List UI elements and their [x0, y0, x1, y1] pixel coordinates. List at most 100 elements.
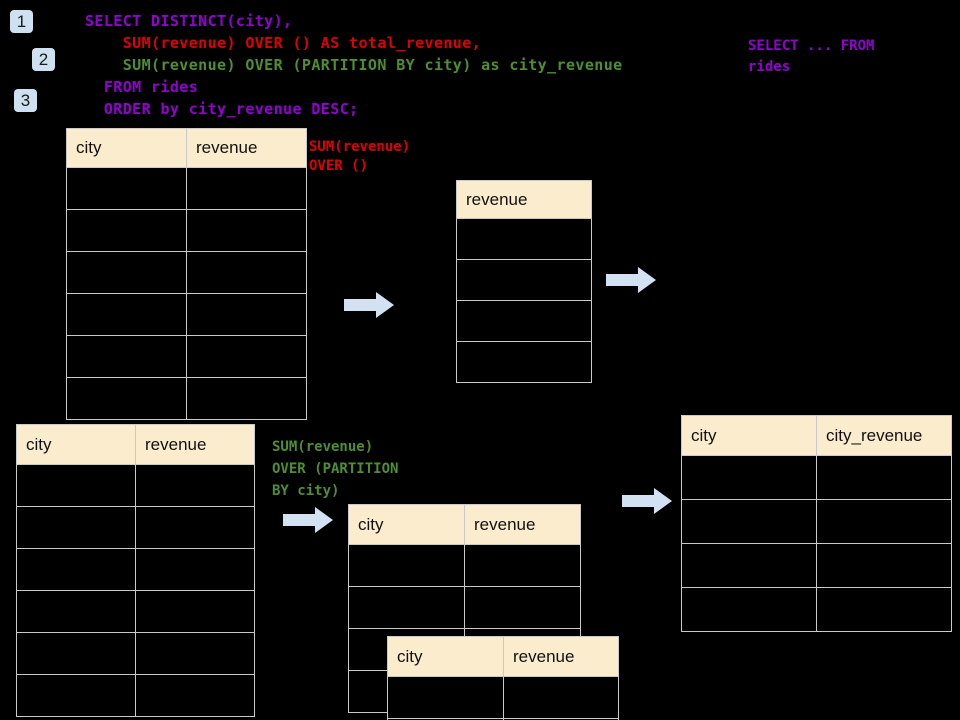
table-row [16, 464, 255, 507]
table-row [16, 590, 255, 633]
table-row [66, 335, 307, 378]
annotation-sum-over-empty: SUM(revenue) OVER () [309, 139, 411, 174]
arrow-right-icon-1 [344, 290, 394, 325]
cell-revenue [135, 506, 255, 549]
table-row [16, 674, 255, 717]
column-header-revenue: revenue [503, 636, 619, 677]
column-header-revenue: revenue [186, 128, 307, 168]
arrow-right-icon-3 [283, 505, 333, 540]
cell-revenue [135, 548, 255, 591]
column-header-revenue: revenue [464, 504, 581, 545]
cell-revenue [186, 251, 307, 294]
sql-line-order-by: ORDER by city_revenue DESC; [85, 100, 359, 118]
cell-revenue [135, 464, 255, 507]
cell-revenue [135, 674, 255, 717]
cell-city [681, 543, 817, 588]
step-badge-3[interactable]: 3 [14, 89, 37, 112]
cell-city-revenue [816, 455, 952, 500]
cell-city [348, 586, 465, 629]
sql-line-from: FROM rides [85, 78, 199, 96]
table-row [456, 259, 592, 301]
cell-revenue [186, 167, 307, 210]
table-header-row: city revenue [348, 504, 581, 545]
step-badge-1[interactable]: 1 [10, 10, 33, 33]
cell-city [16, 590, 136, 633]
table-row [66, 377, 307, 420]
table-row [16, 506, 255, 549]
table-row [681, 455, 952, 500]
cell-city [16, 632, 136, 675]
cell-revenue [135, 590, 255, 633]
column-header-city: city [66, 128, 187, 168]
table-header-row: city revenue [16, 424, 255, 465]
source-table-bottom: city revenue [16, 424, 255, 717]
cell-city-revenue [816, 543, 952, 588]
cell-city [348, 544, 465, 587]
arrow-right-icon-2 [606, 265, 656, 300]
table-header-row: revenue [456, 180, 592, 219]
cell-city [16, 548, 136, 591]
table-row [456, 300, 592, 342]
cell-revenue [503, 718, 619, 720]
total-revenue-table: revenue [456, 180, 592, 383]
sql-line-city-revenue: SUM(revenue) OVER (PARTITION BY city) as… [85, 56, 623, 74]
cell-revenue [186, 209, 307, 252]
annotation-sum-over-partition: SUM(revenue) OVER (PARTITION BY city) [272, 439, 399, 499]
table-row [66, 251, 307, 294]
column-header-city: city [681, 415, 817, 456]
cell-city [16, 674, 136, 717]
table-row [456, 218, 592, 260]
cell-revenue [464, 544, 581, 587]
table-row [387, 718, 619, 720]
cell-city [66, 251, 187, 294]
sql-line-total-revenue: SUM(revenue) OVER () AS total_revenue, [85, 34, 482, 52]
cell-city [681, 455, 817, 500]
cell-city [66, 167, 187, 210]
table-row [681, 587, 952, 632]
cell-city [66, 209, 187, 252]
cell-city-revenue [816, 587, 952, 632]
cell-revenue [186, 293, 307, 336]
column-header-revenue: revenue [456, 180, 592, 219]
arrow-right-icon-4 [622, 486, 672, 521]
table-row [66, 293, 307, 336]
table-row [66, 167, 307, 210]
table-header-row: city city_revenue [681, 415, 952, 456]
cell-city [66, 377, 187, 420]
table-row [387, 676, 619, 719]
sql-line-select: SELECT DISTINCT(city), [85, 12, 293, 30]
table-header-row: city revenue [387, 636, 619, 677]
cell-city [66, 293, 187, 336]
table-row [681, 499, 952, 544]
cell-revenue [456, 341, 592, 383]
column-header-city-revenue: city_revenue [816, 415, 952, 456]
cell-revenue [464, 586, 581, 629]
cell-revenue [135, 632, 255, 675]
table-row [66, 209, 307, 252]
column-header-city: city [348, 504, 465, 545]
cell-revenue [503, 676, 619, 719]
table-row [348, 586, 581, 629]
annotation-select-from-rides: SELECT ... FROM rides [748, 38, 875, 75]
source-table-top: city revenue [66, 128, 307, 420]
cell-revenue [186, 335, 307, 378]
step-badge-2[interactable]: 2 [32, 48, 55, 71]
cell-revenue [456, 300, 592, 342]
cell-revenue [456, 218, 592, 260]
cell-city [681, 499, 817, 544]
table-row [16, 632, 255, 675]
cell-city [681, 587, 817, 632]
column-header-revenue: revenue [135, 424, 255, 465]
cell-city [16, 464, 136, 507]
table-header-row: city revenue [66, 128, 307, 168]
cell-revenue [186, 377, 307, 420]
result-table: city city_revenue [681, 415, 952, 632]
table-row [16, 548, 255, 591]
column-header-city: city [387, 636, 504, 677]
partition-table-front: city revenue [387, 636, 619, 720]
cell-city [387, 676, 504, 719]
table-row [456, 341, 592, 383]
cell-city [16, 506, 136, 549]
cell-city-revenue [816, 499, 952, 544]
